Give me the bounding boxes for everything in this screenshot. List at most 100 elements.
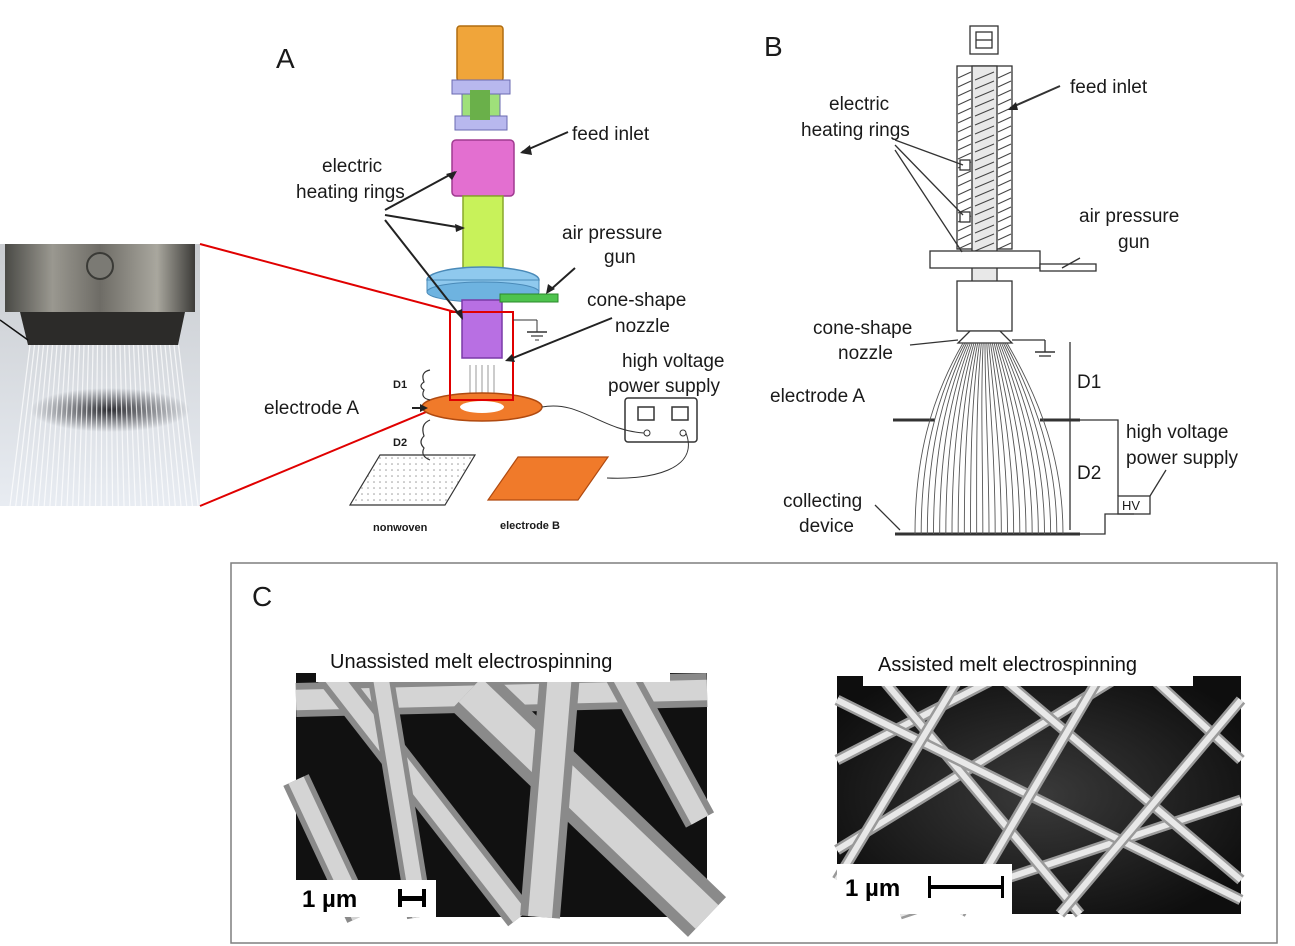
a-electrode-a-label: electrode A — [264, 398, 359, 419]
photo-fiber — [177, 344, 199, 507]
b-hatch-line — [957, 134, 972, 142]
photo-fiber — [132, 344, 142, 507]
b-hatch-line — [957, 71, 972, 79]
photo-fiber — [141, 344, 154, 507]
a-nozzle-label-2: nozzle — [615, 316, 670, 337]
b-nozzle-label-2: nozzle — [838, 343, 893, 364]
b-hatch-line — [974, 107, 995, 117]
photo-fiber — [66, 344, 76, 507]
b-hatch-line — [974, 224, 995, 234]
b-hv-box-label: HV — [1122, 498, 1140, 513]
b-fiber — [951, 342, 975, 535]
b-hatch-line — [974, 80, 995, 90]
b-air-gun-label-1: air pressure — [1079, 206, 1179, 227]
b-fiber — [993, 342, 1021, 535]
b-hatch-line — [974, 197, 995, 207]
b-fiber — [914, 342, 964, 535]
b-hatch-line — [997, 161, 1012, 169]
b-fiber — [986, 342, 996, 535]
b-hatch-line — [974, 215, 995, 225]
photo-fiber — [164, 344, 182, 507]
b-hatch-line — [974, 125, 995, 135]
a-electrode-b-label: electrode B — [500, 520, 560, 532]
caption-assisted: Assisted melt electrospinning — [878, 654, 1137, 676]
b-hatch-line — [997, 242, 1012, 250]
sem-fiber-highlight — [834, 674, 963, 882]
b-hatch — [957, 71, 1012, 252]
b-heating-label-2: heating rings — [801, 120, 910, 141]
photo-fiber — [43, 344, 58, 507]
photo-fiber — [77, 344, 85, 507]
b-hatch-line — [997, 107, 1012, 115]
b-hatch-line — [997, 125, 1012, 133]
sem-fiber-highlight — [322, 667, 528, 923]
sem-right-scale-label: 1 µm — [845, 875, 900, 902]
a-air-gun-label-2: gun — [604, 247, 636, 268]
sem-fiber-highlight — [458, 678, 719, 929]
b-hatch-line — [974, 152, 995, 162]
photo-fiber — [150, 344, 165, 507]
b-hatch-line — [997, 116, 1012, 124]
b-hatch-line — [997, 188, 1012, 196]
photo-fiber — [26, 344, 45, 507]
photo-fiber — [168, 344, 188, 507]
b-hatch-line — [974, 116, 995, 126]
b-hatch-line — [997, 152, 1012, 160]
caption-unassisted: Unassisted melt electrospinning — [330, 651, 612, 673]
b-fiber — [963, 342, 979, 535]
nozzle-body — [461, 299, 503, 359]
zoom-line-top — [199, 243, 456, 313]
sem-fiber-highlight — [1057, 698, 1244, 916]
b-heating-label-1: electric — [829, 94, 889, 115]
photo-fiber — [159, 344, 176, 507]
panel-b-letter: B — [764, 31, 783, 62]
b-hatch-line — [957, 80, 972, 88]
zoom-box — [449, 311, 514, 401]
b-fiber — [995, 342, 1027, 535]
sem-fiber-highlight — [611, 668, 709, 825]
photo-fiber — [146, 344, 159, 507]
b-hatch-line — [997, 206, 1012, 214]
a-heating-label-2: heating rings — [296, 182, 405, 203]
b-fiber — [1002, 342, 1052, 535]
b-hatch-line — [957, 107, 972, 115]
b-hatch-line — [957, 224, 972, 232]
b-fiber — [926, 342, 968, 535]
b-fiber — [1006, 342, 1064, 535]
pump-block — [456, 25, 504, 82]
b-hatch-line — [997, 80, 1012, 88]
photo-fiber — [94, 344, 99, 507]
b-fiber — [970, 342, 980, 535]
b-hatch-line — [957, 116, 972, 124]
photo-fiber — [32, 344, 49, 507]
a-hv-label-1: high voltage — [622, 351, 724, 372]
sem-fiber-highlight — [877, 674, 1083, 916]
panel-a-letter: A — [276, 43, 295, 74]
a-air-gun-label-1: air pressure — [562, 223, 662, 244]
photo-fiber — [37, 344, 54, 507]
b-hatch-line — [997, 134, 1012, 142]
photo-fiber — [20, 344, 40, 507]
zoom-line-bottom — [199, 399, 456, 507]
b-hatch-line — [974, 233, 995, 243]
b-fiber — [933, 342, 969, 535]
photo-fiber — [55, 344, 67, 507]
photo-fiber — [173, 344, 193, 507]
b-hatch-line — [974, 242, 995, 252]
b-fiber — [999, 342, 1039, 535]
b-d1-label: D1 — [1077, 372, 1101, 393]
a-nozzle-label-1: cone-shape — [587, 290, 686, 311]
b-hatch-line — [997, 215, 1012, 223]
sem-fiber-highlight — [998, 673, 1243, 883]
a-feed-inlet-label: feed inlet — [572, 124, 650, 145]
air-gun — [499, 293, 559, 303]
photo-fiber — [49, 344, 63, 507]
panel-a-apparatus — [348, 25, 698, 506]
b-hatch-line — [957, 242, 972, 250]
b-hatch-line — [974, 206, 995, 216]
a-nonwoven-label: nonwoven — [373, 522, 428, 534]
photo-fiber — [9, 344, 31, 507]
sem-fiber-highlight — [835, 697, 1243, 903]
b-hatch-line — [997, 98, 1012, 106]
panel-b-schematic — [874, 25, 1167, 536]
